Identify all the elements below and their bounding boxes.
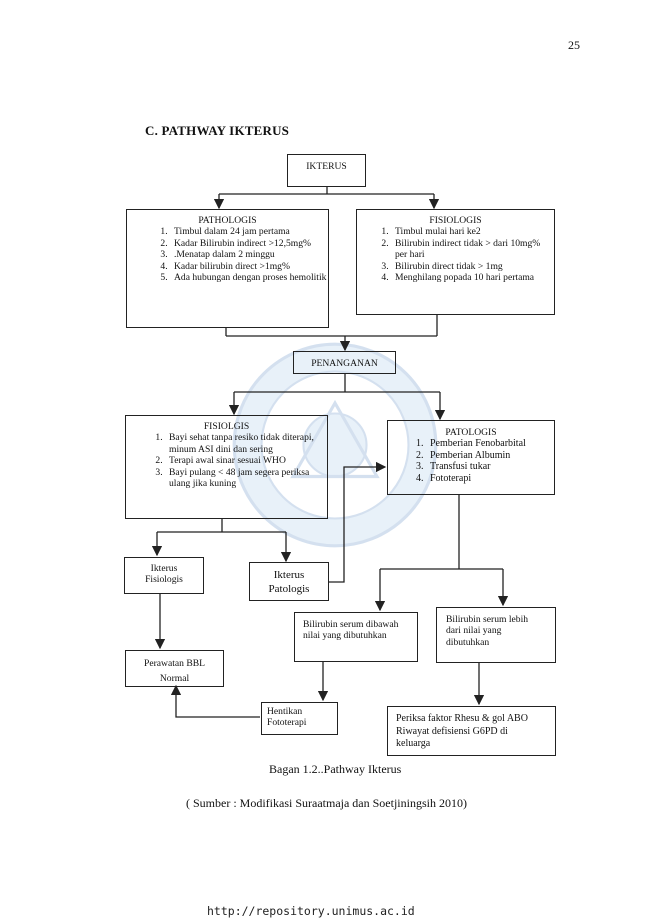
pathologis-item: Timbul dalam 24 jam pertama xyxy=(170,226,328,237)
fisiologis-top-list: Timbul mulai hari ke2 Bilirubin indirect… xyxy=(357,226,554,283)
node-ikterus-patologis: Ikterus Patologis xyxy=(249,562,329,601)
fisiolgis-item: Bayi sehat tanpa resiko tidak diterapi, … xyxy=(165,432,327,455)
patologis-item: Transfusi tukar xyxy=(426,461,554,472)
patologis-item: Pemberian Albumin xyxy=(426,450,554,461)
pathologis-item: Ada hubungan dengan proses hemolitik xyxy=(170,272,328,283)
node-bilirubin-lebih: Bilirubin serum lebih dari nilai yang di… xyxy=(436,607,556,663)
node-penanganan: PENANGANAN xyxy=(293,351,396,374)
node-patologis: PATOLOGIS Pemberian Fenobarbital Pemberi… xyxy=(387,420,555,495)
fisiologis-top-item: Bilirubin indirect tidak > dari 10mg% pe… xyxy=(391,238,554,261)
fisiologis-top-item: Timbul mulai hari ke2 xyxy=(391,226,554,237)
source-citation: ( Sumber : Modifikasi Suraatmaja dan Soe… xyxy=(186,796,467,810)
patologis-title: PATOLOGIS xyxy=(445,427,497,438)
footer-url: http://repository.unimus.ac.id xyxy=(207,904,415,918)
node-ikterus-label: IKTERUS xyxy=(306,161,347,172)
node-perawatan-bbl: Perawatan BBL Normal xyxy=(125,650,224,687)
fisiolgis-item: Bayi pulang < 48 jam segera periksa ulan… xyxy=(165,467,327,490)
fisiolgis-item: Terapi awal sinar sesuai WHO xyxy=(165,455,327,466)
node-penanganan-label: PENANGANAN xyxy=(311,358,378,369)
patologis-item: Pemberian Fenobarbital xyxy=(426,438,554,449)
node-hentikan-fototerapi-label: Hentikan Fototerapi xyxy=(267,706,307,729)
fisiolgis-title: FISIOLGIS xyxy=(203,421,250,432)
fisiolgis-list: Bayi sehat tanpa resiko tidak diterapi, … xyxy=(126,432,327,489)
patologis-item: Fototerapi xyxy=(426,473,554,484)
node-ikterus: IKTERUS xyxy=(287,154,366,187)
node-bilirubin-lebih-label: Bilirubin serum lebih dari nilai yang di… xyxy=(446,614,529,648)
node-fisiologis-top: FISIOLOGIS Timbul mulai hari ke2 Bilirub… xyxy=(356,209,555,315)
pathologis-item: Kadar bilirubin direct >1mg% xyxy=(170,261,328,272)
node-periksa: Periksa faktor Rhesu & gol ABO Riwayat d… xyxy=(387,706,556,756)
pathologis-item: Kadar Bilirubin indirect >12,5mg% xyxy=(170,238,328,249)
university-seal-watermark xyxy=(232,342,438,548)
patologis-list: Pemberian Fenobarbital Pemberian Albumin… xyxy=(388,438,554,484)
fisiologis-top-item: Bilirubin direct tidak > 1mg xyxy=(391,261,554,272)
diagram-caption: Bagan 1.2..Pathway Ikterus xyxy=(269,762,402,776)
section-heading: C. PATHWAY IKTERUS xyxy=(145,123,290,138)
node-hentikan-fototerapi: Hentikan Fototerapi xyxy=(261,702,338,735)
pathologis-title: PATHOLOGIS xyxy=(198,215,257,226)
pathologis-list: Timbul dalam 24 jam pertama Kadar Biliru… xyxy=(127,226,328,283)
pathologis-item: .Menatap dalam 2 minggu xyxy=(170,249,328,260)
fisiologis-top-title: FISIOLOGIS xyxy=(429,215,482,226)
node-ikterus-fisiologis: Ikterus Fisiologis xyxy=(124,557,204,594)
node-bilirubin-dibawah: Bilirubin serum dibawah nilai yang dibut… xyxy=(294,612,418,662)
node-fisiolgis: FISIOLGIS Bayi sehat tanpa resiko tidak … xyxy=(125,415,328,519)
node-ikterus-patologis-label: Ikterus Patologis xyxy=(268,569,310,595)
node-ikterus-fisiologis-label: Ikterus Fisiologis xyxy=(145,563,183,586)
node-perawatan-bbl-label: Perawatan BBL Normal xyxy=(143,658,205,684)
node-periksa-label: Periksa faktor Rhesu & gol ABO Riwayat d… xyxy=(396,713,528,749)
node-bilirubin-dibawah-label: Bilirubin serum dibawah nilai yang dibut… xyxy=(303,619,399,642)
node-pathologis: PATHOLOGIS Timbul dalam 24 jam pertama K… xyxy=(126,209,329,328)
page-number: 25 xyxy=(568,38,580,52)
fisiologis-top-item: Menghilang popada 10 hari pertama xyxy=(391,272,554,283)
